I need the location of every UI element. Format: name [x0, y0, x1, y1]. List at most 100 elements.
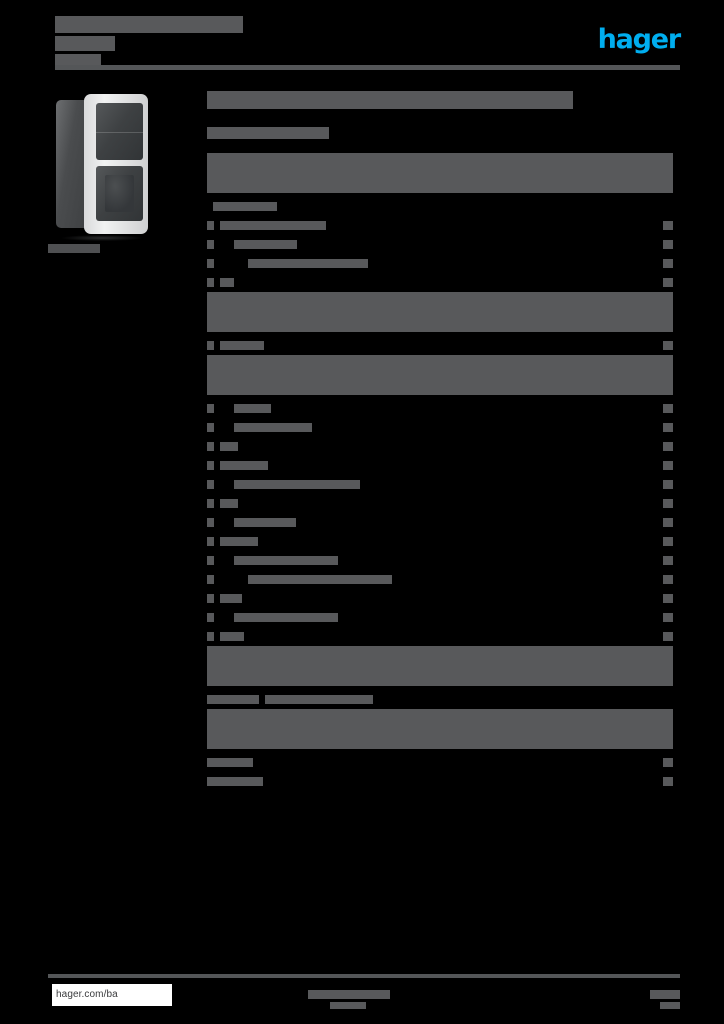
toc-leader-line: [264, 341, 659, 350]
toc-leader-line: [296, 518, 659, 527]
toc-entry[interactable]: [207, 197, 673, 216]
footer-page-number-line-1: [650, 990, 680, 999]
page-footer: hager.com/ba: [0, 968, 724, 1024]
toc-entry-number: [207, 442, 214, 451]
hager-logo: hager: [588, 23, 682, 55]
toc-banner-block: [207, 709, 673, 749]
toc-entry-number: [207, 777, 263, 786]
toc-leader-line: [392, 575, 659, 584]
toc-entry-number: [207, 758, 253, 767]
toc-entry-page-number: [663, 259, 673, 268]
toc-entry[interactable]: [207, 690, 673, 709]
toc-entry-number: [207, 613, 214, 622]
toc-entry-title: [265, 695, 373, 704]
toc-entry-title: [220, 499, 238, 508]
toc-entry[interactable]: [207, 589, 673, 608]
page-header: hager: [0, 0, 724, 72]
toc-banner-block: [207, 355, 673, 395]
toc-entry-title: [234, 613, 338, 622]
toc-entry[interactable]: [207, 399, 673, 418]
toc-leader-line: [271, 404, 659, 413]
toc-leader-line: [238, 442, 659, 451]
footer-url-box[interactable]: hager.com/ba: [52, 984, 172, 1006]
toc-section-banner: [207, 709, 673, 753]
toc-leader-line: [277, 202, 659, 211]
toc-entry[interactable]: [207, 772, 673, 791]
toc-leader-line: [238, 499, 659, 508]
toc-entry[interactable]: [207, 437, 673, 456]
toc-leader-line: [338, 556, 659, 565]
document-heading: [207, 91, 573, 109]
toc-section-banner: [207, 646, 673, 690]
toc-entry-page-number: [663, 777, 673, 786]
toc-entry[interactable]: [207, 532, 673, 551]
toc-entry-page-number: [663, 556, 673, 565]
toc-entry[interactable]: [207, 570, 673, 589]
header-subtitle: [118, 18, 242, 32]
toc-entry-title: [220, 221, 326, 230]
toc-entry-number: [207, 480, 214, 489]
toc-entry[interactable]: [207, 235, 673, 254]
toc-entry-number: [207, 278, 214, 287]
toc-entry-page-number: [663, 278, 673, 287]
toc-leader-line: [259, 758, 659, 767]
toc-entry[interactable]: [207, 418, 673, 437]
footer-center-line-1: [308, 990, 390, 999]
toc-entry-number: [207, 259, 214, 268]
toc-entry-number: [207, 632, 214, 641]
toc-entry-page-number: [663, 341, 673, 350]
toc-entry[interactable]: [207, 753, 673, 772]
toc-entry-number: [207, 594, 214, 603]
toc-entry-title: [220, 442, 238, 451]
footer-url-link[interactable]: hager.com/ba: [56, 989, 118, 1000]
toc-entry[interactable]: [207, 513, 673, 532]
toc-leader-line: [244, 632, 659, 641]
toc-entry[interactable]: [207, 254, 673, 273]
product-rocker-switch: [96, 103, 143, 160]
footer-divider: [48, 974, 680, 978]
toc-entry-page-number: [663, 423, 673, 432]
hager-wordmark: hager: [597, 23, 682, 55]
toc-leader-line: [234, 278, 659, 287]
toc-leader-line: [268, 461, 659, 470]
toc-leader-line: [326, 221, 659, 230]
toc-banner-block: [207, 646, 673, 686]
toc-section-banner: [207, 355, 673, 399]
toc-leader-line: [312, 423, 659, 432]
header-title-line-3: [55, 54, 101, 66]
toc-entry-title: [234, 423, 312, 432]
toc-leader-line: [242, 594, 659, 603]
toc-leader-line: [368, 259, 659, 268]
toc-entry[interactable]: [207, 608, 673, 627]
toc-entry-number: [207, 518, 214, 527]
toc-entry-page-number: [663, 613, 673, 622]
toc-entry[interactable]: [207, 551, 673, 570]
product-socket-outlet: [96, 166, 143, 221]
document-subheading: [207, 127, 329, 139]
toc-entry-number: [207, 461, 214, 470]
toc-leader-line: [269, 777, 659, 786]
toc-entry[interactable]: [207, 475, 673, 494]
toc-entry[interactable]: [207, 627, 673, 646]
main-column: [207, 86, 673, 791]
product-caption: [48, 244, 100, 253]
toc-entry-title: [248, 259, 368, 268]
footer-center-line-2: [330, 1002, 366, 1009]
toc-entry[interactable]: [207, 216, 673, 235]
toc-banner-block: [207, 153, 673, 193]
toc-entry[interactable]: [207, 336, 673, 355]
toc-entry-page-number: [663, 575, 673, 584]
toc-entry-number: [207, 537, 214, 546]
toc-entry-number: [207, 404, 214, 413]
footer-page-number-line-2: [660, 1002, 680, 1009]
toc-leader-line: [373, 695, 659, 704]
toc-entry[interactable]: [207, 273, 673, 292]
toc-entry-page-number: [663, 202, 673, 211]
toc-entry-title: [234, 240, 297, 249]
toc-leader-line: [360, 480, 659, 489]
toc-entry[interactable]: [207, 494, 673, 513]
toc-entry-title: [234, 556, 338, 565]
toc-entry-number: [207, 240, 214, 249]
toc-entry[interactable]: [207, 456, 673, 475]
toc-entry-number: [207, 221, 214, 230]
